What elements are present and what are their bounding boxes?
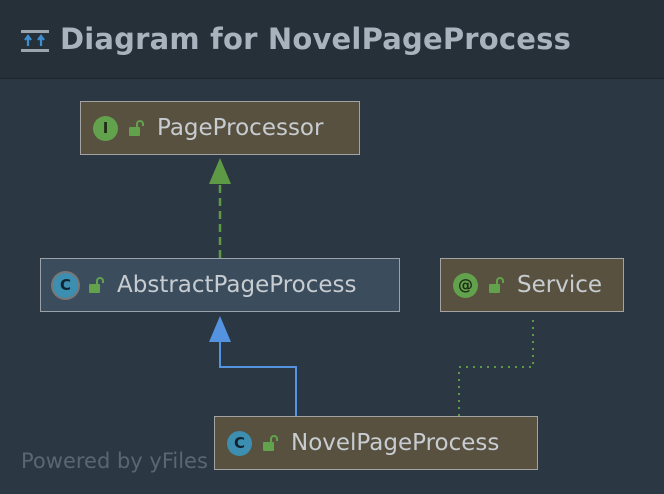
- abstract-class-icon: C: [53, 272, 78, 298]
- unlocked-icon: [489, 277, 504, 293]
- yfiles-watermark: Powered by yFiles: [21, 449, 208, 473]
- class-hierarchy-icon: [21, 30, 49, 52]
- node-label: NovelPageProcess: [291, 430, 500, 456]
- unlocked-icon: [89, 277, 104, 293]
- diagram-header: Diagram for NovelPageProcess: [0, 0, 664, 79]
- interface-icon: I: [93, 115, 118, 141]
- node-abstract-page-process[interactable]: C AbstractPageProcess: [40, 258, 400, 312]
- node-page-processor[interactable]: I PageProcessor: [80, 101, 360, 155]
- node-label: Service: [517, 272, 603, 298]
- unlocked-icon: [263, 435, 278, 451]
- class-icon: C: [227, 430, 252, 456]
- node-label: AbstractPageProcess: [117, 272, 357, 298]
- node-service[interactable]: @ Service: [440, 258, 624, 312]
- unlocked-icon: [129, 120, 144, 136]
- node-novel-page-process[interactable]: C NovelPageProcess: [214, 416, 538, 470]
- diagram-title: Diagram for NovelPageProcess: [60, 22, 572, 56]
- annotation-icon: @: [453, 272, 478, 298]
- node-label: PageProcessor: [157, 115, 324, 141]
